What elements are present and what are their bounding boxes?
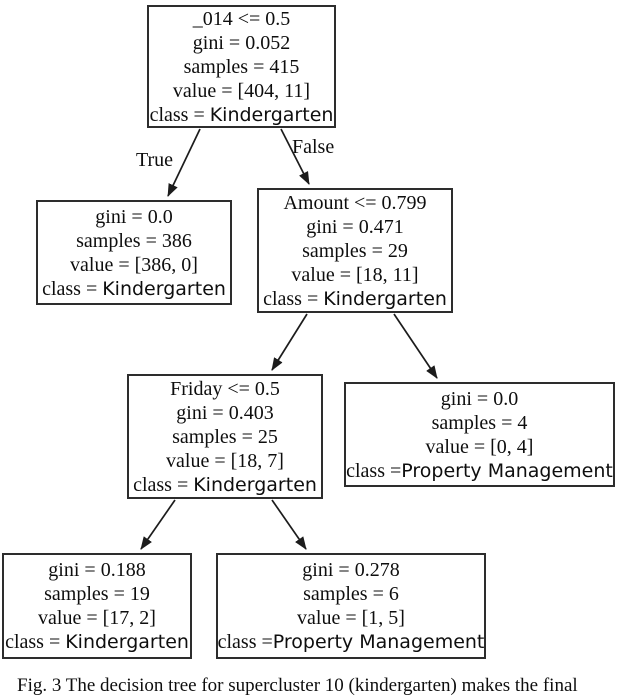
node-samples: samples = 4 xyxy=(431,411,528,434)
class-name: Kindergarten xyxy=(65,631,189,653)
node-value: value = [0, 4] xyxy=(425,435,534,458)
node-gini: gini = 0.471 xyxy=(306,215,404,238)
node-condition: Friday <= 0.5 xyxy=(170,377,280,400)
class-name: Kindergarten xyxy=(193,473,317,496)
node-class: class = Kindergarten xyxy=(5,630,189,654)
node-value: value = [386, 0] xyxy=(70,253,198,276)
node-samples: samples = 29 xyxy=(302,239,408,262)
edge-label-false: False xyxy=(292,136,335,158)
node-class: class =Property Management xyxy=(346,459,613,483)
node-samples: samples = 25 xyxy=(172,425,278,448)
figure-caption: Fig. 3 The decision tree for supercluste… xyxy=(17,675,578,696)
edge-label-true: True xyxy=(136,149,174,171)
tree-node-friday: Friday <= 0.5 gini = 0.403 samples = 25 … xyxy=(127,374,323,499)
edge-friday-to-leaf19-arrow xyxy=(140,499,176,550)
tree-node-leaf-samples6: gini = 0.278 samples = 6 value = [1, 5] … xyxy=(216,553,486,659)
class-name: Property Management xyxy=(401,459,613,482)
node-class: class = Kindergarten xyxy=(42,277,226,301)
node-samples: samples = 386 xyxy=(76,229,192,252)
node-samples: samples = 19 xyxy=(44,583,150,605)
class-prefix: class = xyxy=(5,631,66,653)
class-name: Kindergarten xyxy=(102,277,226,300)
node-value: value = [18, 7] xyxy=(166,449,284,472)
node-samples: samples = 415 xyxy=(183,55,300,78)
node-gini: gini = 0.403 xyxy=(176,401,274,424)
node-class: class = Kindergarten xyxy=(263,287,447,311)
class-name: Property Management xyxy=(272,631,485,653)
node-gini: gini = 0.052 xyxy=(192,31,291,54)
edge-root-to-left-leaf-arrow xyxy=(167,128,201,197)
class-prefix: class = xyxy=(263,287,324,310)
node-samples: samples = 6 xyxy=(303,583,399,605)
node-gini: gini = 0.188 xyxy=(48,559,146,581)
class-prefix: class = xyxy=(346,459,402,482)
edge-amount-to-leaf4-arrow xyxy=(393,313,438,379)
node-value: value = [1, 5] xyxy=(297,607,405,629)
class-name: Kindergarten xyxy=(209,103,334,126)
class-prefix: class = xyxy=(149,103,210,126)
node-value: value = [404, 11] xyxy=(172,79,311,102)
node-class: class = Kindergarten xyxy=(133,473,317,497)
class-prefix: class = xyxy=(217,631,273,653)
class-name: Kindergarten xyxy=(323,287,447,310)
node-value: value = [18, 11] xyxy=(291,263,419,286)
node-class: class = Kindergarten xyxy=(150,103,334,127)
tree-node-root: _014 <= 0.5 gini = 0.052 samples = 415 v… xyxy=(147,5,336,128)
node-value: value = [17, 2] xyxy=(38,607,156,629)
edge-amount-to-friday-arrow xyxy=(271,313,308,371)
tree-node-amount: Amount <= 0.799 gini = 0.471 samples = 2… xyxy=(257,188,453,313)
tree-node-left-leaf: gini = 0.0 samples = 386 value = [386, 0… xyxy=(36,200,232,305)
class-prefix: class = xyxy=(42,277,103,300)
edge-friday-to-leaf6-arrow xyxy=(271,499,307,550)
class-prefix: class = xyxy=(133,473,194,496)
tree-node-leaf-samples19: gini = 0.188 samples = 19 value = [17, 2… xyxy=(2,553,192,659)
node-gini: gini = 0.0 xyxy=(95,205,173,228)
node-gini: gini = 0.0 xyxy=(440,387,519,410)
node-condition: Amount <= 0.799 xyxy=(283,191,427,214)
tree-node-leaf-samples4: gini = 0.0 samples = 4 value = [0, 4] cl… xyxy=(344,382,615,487)
node-condition: _014 <= 0.5 xyxy=(192,7,291,30)
node-gini: gini = 0.278 xyxy=(302,559,400,581)
edge-root-to-amount-arrow xyxy=(280,128,310,185)
node-class: class =Property Management xyxy=(218,630,485,654)
